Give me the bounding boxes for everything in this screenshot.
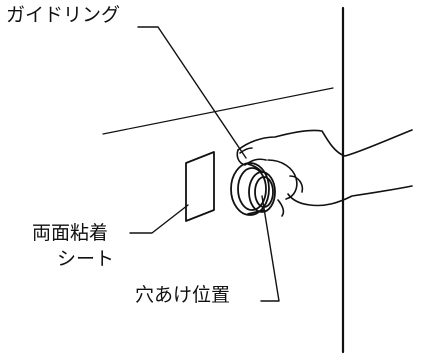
adhesive-sheet-leader [129,204,189,234]
guide-ring-label: ガイドリング [6,4,121,26]
hole-position-label: 穴あけ位置 [135,284,231,306]
adhesive-sheet-label-line2: シート [57,248,115,270]
guide-ring-leader [137,26,247,159]
fingertip-detail [239,147,253,154]
ceiling-line [102,87,334,135]
fingers-outline [267,159,304,217]
guide-ring [230,162,276,216]
adhesive-sheet [185,151,215,222]
hand-outline [237,129,413,207]
adhesive-sheet-label-line1: 両面粘着 [32,222,109,244]
hole-position-leader [260,195,280,302]
thumb-outline [236,149,267,166]
